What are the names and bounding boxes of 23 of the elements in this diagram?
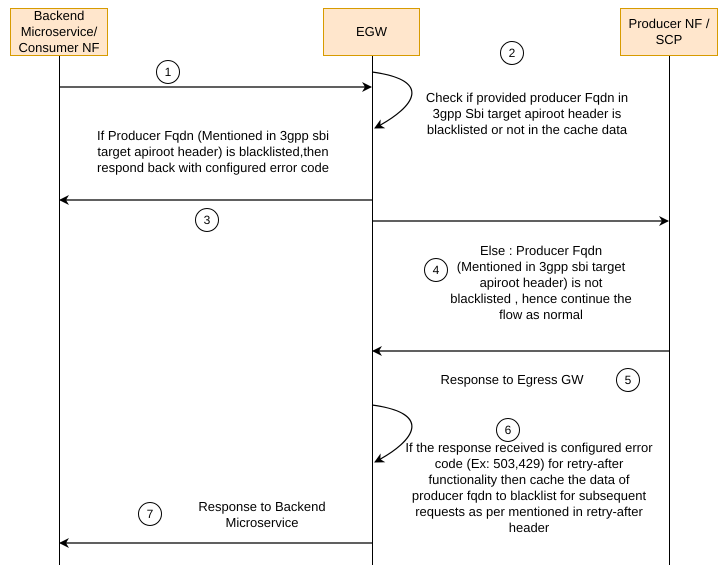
step-number: 5 bbox=[616, 368, 640, 392]
step-number: 4 bbox=[424, 258, 448, 282]
message-arrow bbox=[59, 538, 372, 548]
message-note: Check if provided producer Fqdn in 3gpp Sbi target apiroot header is blacklisted or not in the cache data bbox=[424, 90, 630, 138]
message-note: Response to Egress GW bbox=[439, 372, 585, 388]
participant-box: Producer NF / SCP bbox=[620, 8, 718, 56]
message-arrow bbox=[59, 82, 372, 92]
message-note: If Producer Fqdn (Mentioned in 3gpp sbi target apiroot header) is blacklisted,then respond back with configured error code bbox=[96, 128, 330, 176]
step-number: 7 bbox=[138, 502, 162, 526]
step-number: 1 bbox=[156, 60, 180, 84]
message-note: If the response received is configured error code (Ex: 503,429) for retry-after functionality then cache the data of producer fqdn to blacklist for subsequent requests as per mentioned in retry-after header bbox=[404, 440, 654, 536]
participant-box: Backend Microservice/ Consumer NF bbox=[10, 8, 108, 56]
step-number: 3 bbox=[195, 208, 219, 232]
step-number: 6 bbox=[496, 418, 520, 442]
message-arrow bbox=[59, 195, 372, 205]
self-message-arrow bbox=[372, 71, 412, 129]
step-number: 2 bbox=[500, 41, 524, 65]
message-arrow bbox=[372, 346, 669, 356]
participant-box: EGW bbox=[323, 8, 420, 56]
message-note: Else : Producer Fqdn (Mentioned in 3gpp sbi target apiroot header) is not blacklisted , hence continue the flow as normal bbox=[449, 243, 633, 323]
self-message-arrow bbox=[372, 404, 412, 463]
message-arrow bbox=[372, 216, 669, 226]
message-note: Response to Backend Microservice bbox=[197, 499, 327, 531]
